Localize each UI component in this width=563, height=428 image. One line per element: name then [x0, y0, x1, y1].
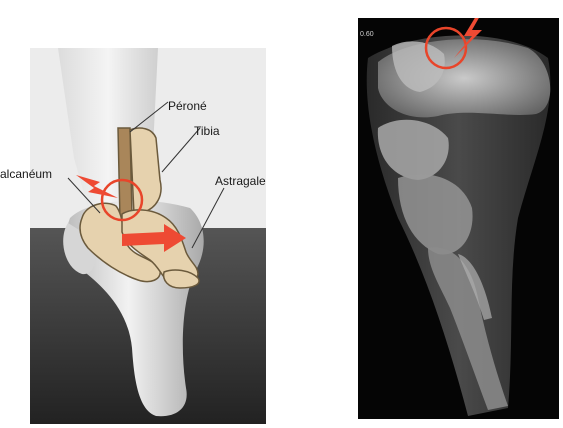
xray-corner-label: 0.60: [360, 31, 374, 38]
label-calcaneum: alcanéum: [0, 167, 52, 181]
tibia-bone: [130, 128, 161, 214]
xray-panel: [358, 18, 559, 419]
label-astragale: Astragale: [215, 174, 266, 188]
foot-xray-image: [358, 18, 559, 419]
pointe-photo-panel: [30, 48, 266, 424]
label-tibia: Tibia: [194, 124, 220, 138]
label-perone: Péroné: [168, 99, 207, 113]
pointe-photo: [30, 48, 266, 424]
